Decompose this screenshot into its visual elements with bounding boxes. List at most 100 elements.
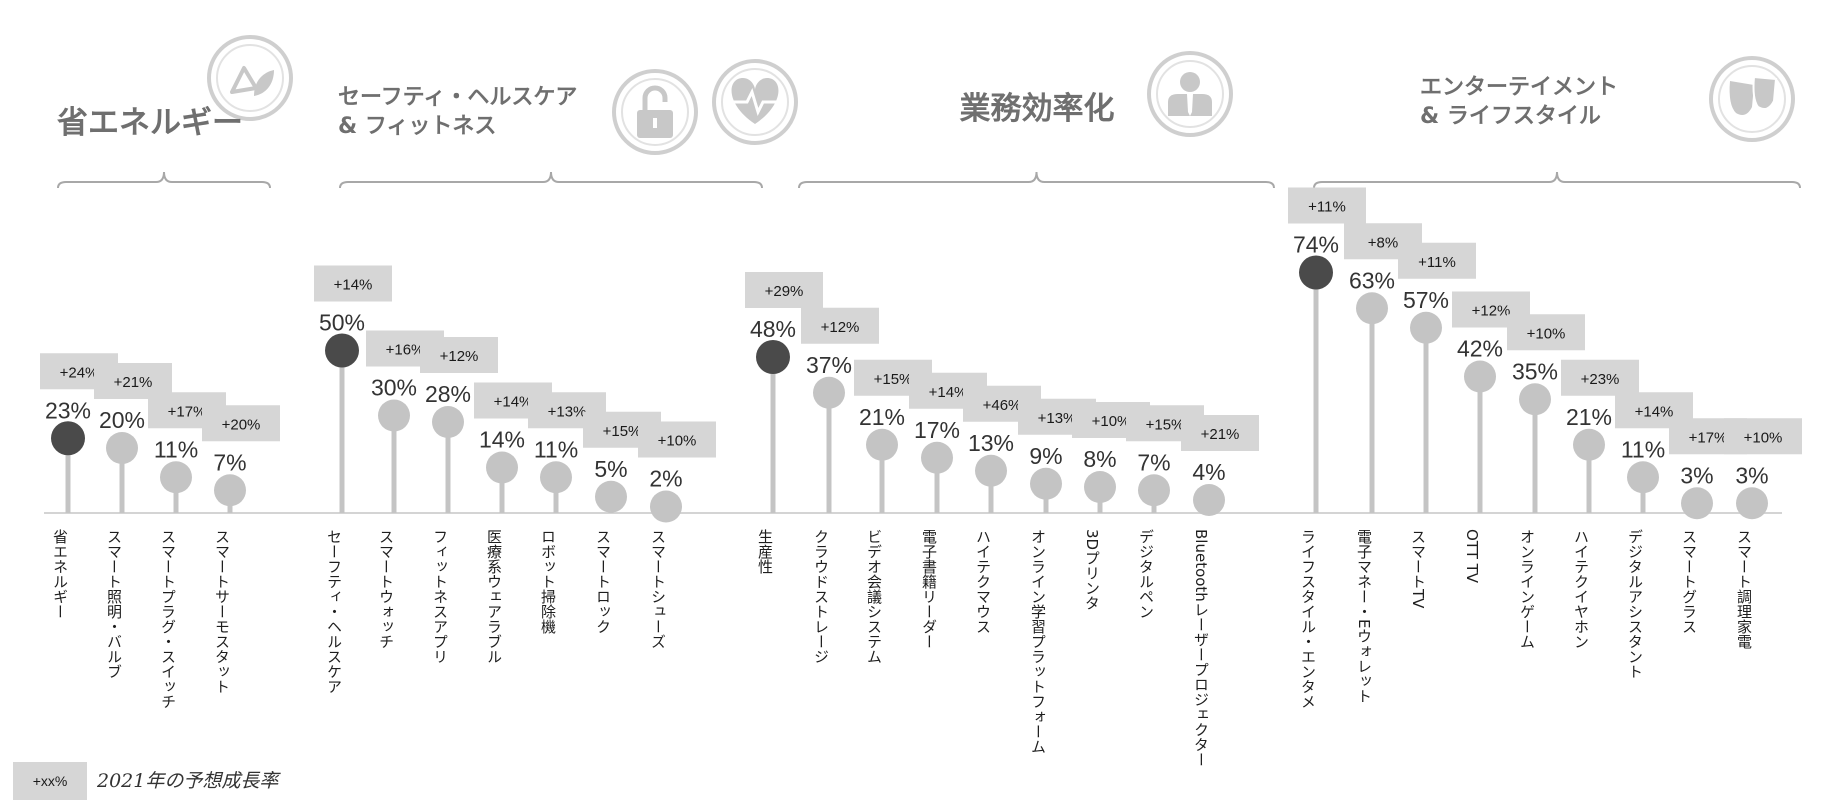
category-label: デジタルペン xyxy=(1137,529,1155,619)
growth-label: +17% xyxy=(168,403,207,420)
value-label: 20% xyxy=(99,407,145,433)
lollipop-dot xyxy=(1193,484,1225,516)
category-label: ライフスタイル・エンタメ xyxy=(1299,529,1317,709)
lollipop-dot xyxy=(1573,428,1605,461)
growth-label: +14% xyxy=(334,277,373,294)
growth-label: +21% xyxy=(114,374,153,391)
category-label: セーフティ・ヘルスケア xyxy=(325,529,343,694)
growth-label: +11% xyxy=(1418,254,1456,271)
growth-label: +13% xyxy=(548,403,587,420)
lollipop-dot xyxy=(432,406,464,438)
lollipop-3-1: 48%+29%生産性 xyxy=(745,272,823,574)
value-label: 28% xyxy=(425,381,471,407)
lollipop-dot xyxy=(1030,467,1062,500)
growth-label: +17% xyxy=(1689,429,1728,446)
category-label: スマートサーモスタット xyxy=(213,529,231,694)
lollipop-dot xyxy=(1084,471,1116,503)
lollipop-3-9: 4%+21%Bluetoothレーザープロジェクター xyxy=(1181,415,1259,767)
value-label: 7% xyxy=(213,449,246,475)
lollipop-2-1: 50%+14%セーフティ・ヘルスケア xyxy=(314,265,392,694)
theater-masks-icon xyxy=(1709,56,1795,142)
value-label: 11% xyxy=(1621,436,1665,462)
lollipop-dot xyxy=(540,461,572,494)
growth-label: +24% xyxy=(60,364,99,381)
category-label: スマート調理家電 xyxy=(1735,529,1753,649)
value-label: 57% xyxy=(1403,287,1449,313)
growth-label: +10% xyxy=(1092,413,1131,430)
lollipop-dot xyxy=(866,428,898,461)
lollipop-dot-highlight xyxy=(756,340,790,374)
category-label: ハイテクイヤホン xyxy=(1572,529,1590,649)
lollipop-1-3: 11%+17%スマートプラグ・スイッチ xyxy=(148,392,226,709)
group-bracket-1 xyxy=(57,171,271,189)
category-label: 電子書籍リーダー xyxy=(920,529,938,649)
lollipop-dot xyxy=(214,474,246,507)
group-bracket-4 xyxy=(1313,171,1801,189)
category-label: オンライン学習プラットフォーム xyxy=(1029,529,1047,754)
value-label: 7% xyxy=(1137,449,1170,475)
lollipop-dot-highlight xyxy=(1299,255,1333,290)
lollipop-3-2: 37% +12% クラウドストレージ xyxy=(801,307,879,664)
heart-icon xyxy=(712,59,798,145)
value-label: 30% xyxy=(371,375,417,401)
group-bracket-3 xyxy=(798,171,1275,189)
growth-label: +8% xyxy=(1368,234,1398,251)
growth-box xyxy=(801,307,879,344)
category-label: スマートTV xyxy=(1409,529,1427,609)
group-bracket-2 xyxy=(339,171,763,189)
value-label: 35% xyxy=(1512,358,1558,384)
lollipop-dot-highlight xyxy=(51,421,85,456)
lollipop-dot xyxy=(813,376,845,409)
value-label: 13% xyxy=(968,430,1014,456)
category-label: ロボット掃除機 xyxy=(539,529,557,635)
value-label: 37% xyxy=(806,352,852,378)
value-label: 42% xyxy=(1457,336,1503,362)
lollipop-dot xyxy=(1410,311,1442,344)
lollipop-4-6: 21%+23%ハイテクイヤホン xyxy=(1561,359,1639,649)
lollipop-3-6: 9%+13%オンライン学習プラットフォーム xyxy=(1018,398,1096,754)
growth-label: +10% xyxy=(658,433,697,450)
growth-label: +12% xyxy=(821,319,860,336)
growth-box xyxy=(638,421,716,458)
growth-box xyxy=(202,405,280,442)
growth-label: +16% xyxy=(386,342,425,359)
category-label: 医療系ウェアラブル xyxy=(485,529,503,664)
value-label: 23% xyxy=(45,397,91,423)
growth-label: +23% xyxy=(1581,371,1620,388)
value-label: 4% xyxy=(1192,459,1225,485)
growth-box xyxy=(314,265,392,302)
businessman-icon xyxy=(1147,51,1233,137)
lollipop-2-5: 11%+13%ロボット掃除機 xyxy=(528,392,606,635)
growth-label: +14% xyxy=(1635,403,1674,420)
growth-box xyxy=(420,337,498,373)
lollipop-4-8: 3%+17%スマートグラス xyxy=(1669,418,1747,634)
lollipop-2-3: 28%+12%フィットネスアプリ xyxy=(420,337,498,664)
legend-swatch xyxy=(13,762,87,800)
lollipop-dot-highlight xyxy=(325,333,359,368)
growth-box xyxy=(1507,314,1585,351)
growth-label: +46% xyxy=(983,397,1022,414)
lollipop-dot xyxy=(160,461,192,494)
growth-label: +14% xyxy=(494,394,533,411)
growth-label: +11% xyxy=(1308,199,1346,216)
value-label: 21% xyxy=(859,404,905,430)
lollipop-3-3: 21%+15%ビデオ会議システム xyxy=(854,359,932,664)
category-label: スマートグラス xyxy=(1680,529,1698,634)
category-label: スマートウォッチ xyxy=(377,529,395,649)
category-label: ビデオ会議システム xyxy=(865,529,883,664)
legend: +xx%2021年の予想成長率 xyxy=(13,762,281,800)
category-label: クラウドストレージ xyxy=(812,529,830,664)
growth-box xyxy=(1398,242,1476,279)
category-label: フィットネスアプリ xyxy=(431,529,449,664)
value-label: 9% xyxy=(1029,443,1062,469)
lollipop-dot xyxy=(1138,474,1170,507)
lock-icon xyxy=(612,69,698,155)
lollipop-dot xyxy=(1736,487,1768,520)
category-label: オンラインゲーム xyxy=(1518,529,1536,649)
lollipop-2-7: 2%+10%スマートシューズ xyxy=(638,421,716,649)
lollipop-4-9: 3%+10%スマート調理家電 xyxy=(1724,418,1802,649)
category-label: スマートロック xyxy=(594,529,612,634)
lollipop-dot xyxy=(1519,383,1551,416)
value-label: 2% xyxy=(649,466,682,492)
